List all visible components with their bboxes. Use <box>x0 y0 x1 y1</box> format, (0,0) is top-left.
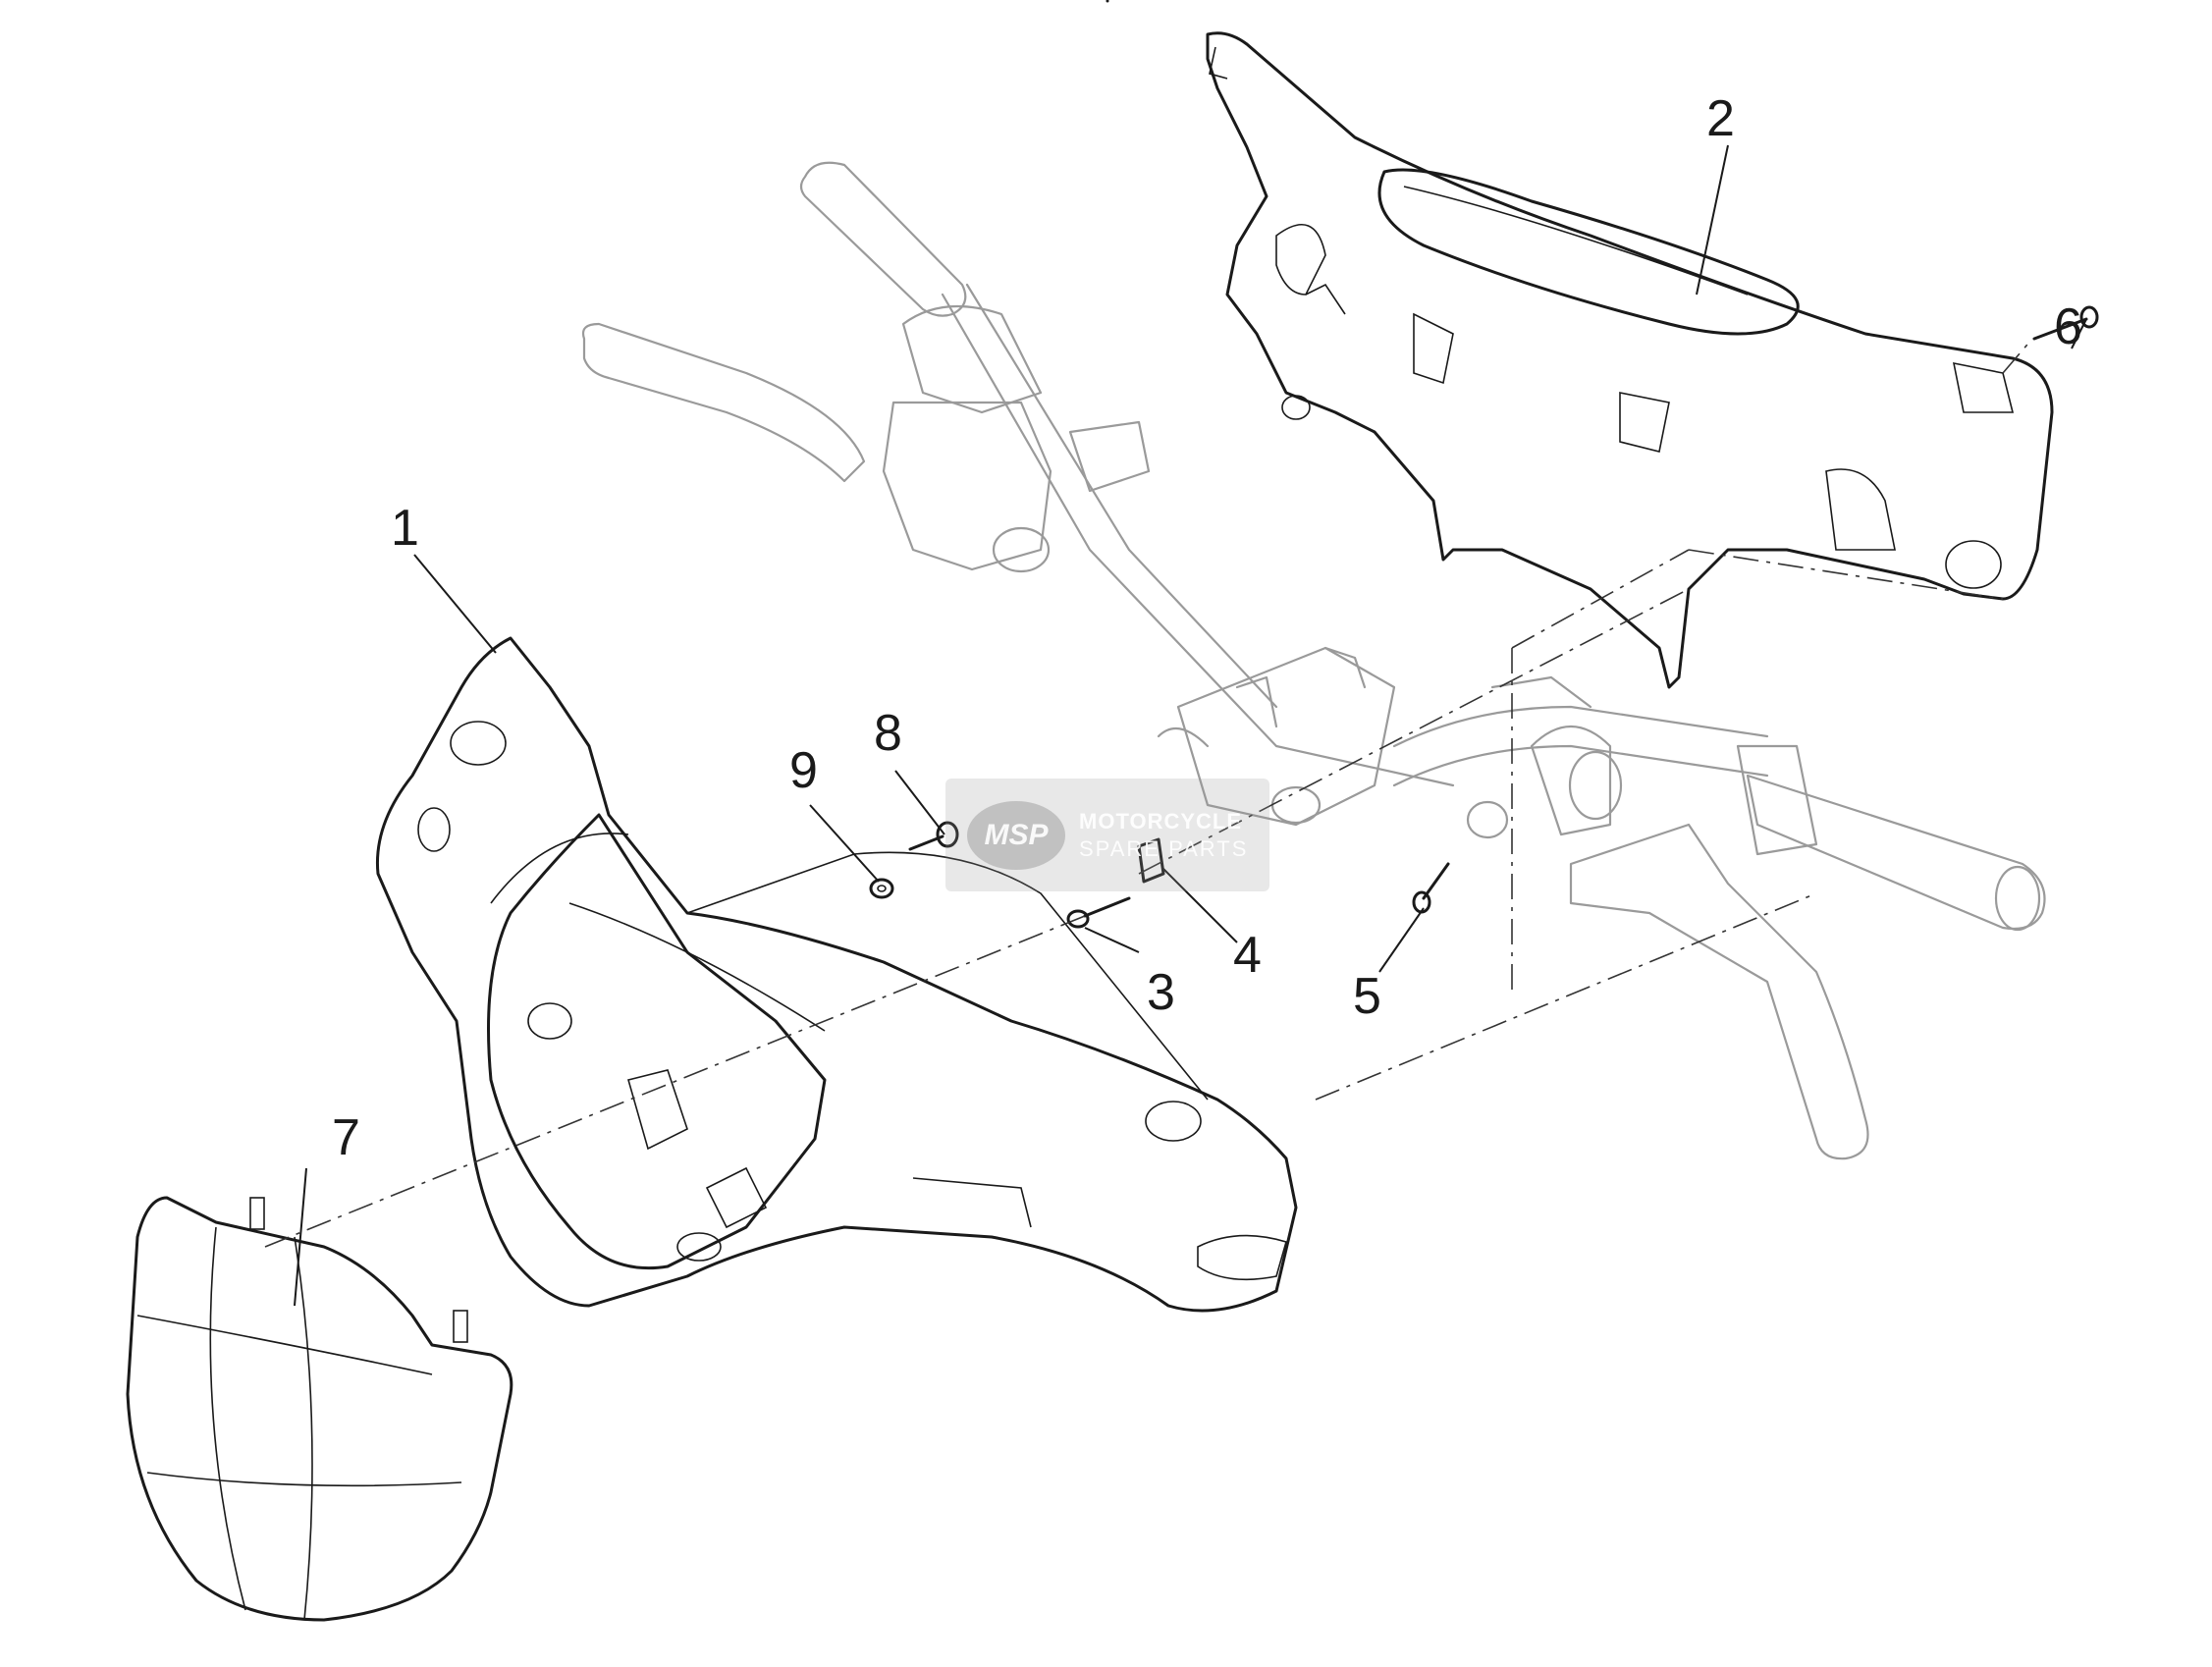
callout-4: 4 <box>1233 927 1262 984</box>
part-5-screw <box>1412 862 1450 914</box>
part-3-screw <box>1066 896 1131 929</box>
assembly-axes <box>264 338 2033 1248</box>
callout-3: 3 <box>1147 964 1175 1021</box>
watermark: MSP MOTORCYCLE SPARE PARTS <box>945 779 1269 891</box>
watermark-line1: MOTORCYCLE <box>1079 808 1243 834</box>
part-9-washer <box>869 878 894 899</box>
callout-7: 7 <box>332 1109 360 1166</box>
part-7-headlamp-lens <box>126 1196 513 1622</box>
part-2-upper-handlebar-cover <box>1206 31 2054 689</box>
part-6-screw <box>1106 0 2099 341</box>
callout-9: 9 <box>789 742 818 799</box>
watermark-line2: SPARE PARTS <box>1079 835 1249 861</box>
part-8-bolt <box>908 821 959 851</box>
callout-8: 8 <box>874 705 902 762</box>
watermark-logo: MSP <box>967 800 1065 870</box>
watermark-text: MOTORCYCLE SPARE PARTS <box>1079 808 1248 863</box>
callout-6: 6 <box>2054 298 2082 355</box>
callout-1: 1 <box>391 500 419 557</box>
part-4-clip-nut <box>1137 837 1165 884</box>
callout-2: 2 <box>1706 90 1735 147</box>
handlebar-assembly-ghost <box>581 161 2046 1160</box>
leader-lines <box>294 144 2087 1307</box>
callout-5: 5 <box>1353 968 1381 1025</box>
part-1-front-handlebar-cover <box>375 636 1298 1313</box>
